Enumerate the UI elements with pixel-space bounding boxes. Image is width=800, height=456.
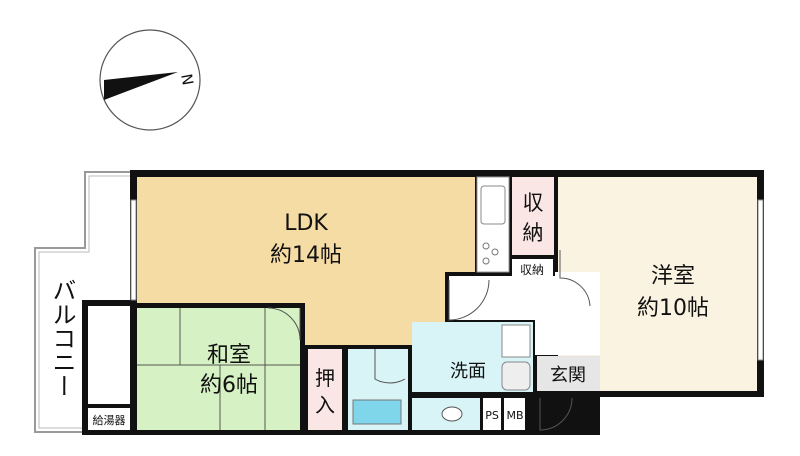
tatami-lines: [137, 308, 300, 430]
japanese-label: 和室: [207, 343, 251, 368]
toilet-icon: [441, 406, 463, 422]
ldk-size: 約14帖: [270, 243, 342, 268]
windows: [130, 199, 764, 361]
sink-icon: [480, 185, 506, 225]
mb-label: MB: [506, 409, 523, 422]
storage-small-label: 収納: [520, 263, 544, 277]
balcony-outline: [34, 171, 132, 433]
storage-large-label-bottom: 納: [523, 221, 544, 245]
bathtub-icon: [352, 399, 402, 425]
entrance: [537, 356, 600, 391]
closet-label-top: 押: [315, 366, 335, 390]
ps-box: [483, 398, 501, 430]
water-heater-label: 給湯器: [93, 413, 126, 427]
washroom-label: 洗面: [450, 361, 486, 382]
western-size: 約10帖: [637, 296, 709, 321]
compass-arrow-icon: [104, 72, 178, 100]
ldk-room: [137, 177, 475, 345]
north-label: N: [177, 72, 197, 86]
balcony-label: バルコニー: [48, 278, 76, 398]
balcony-inner-line: [38, 175, 130, 429]
washbasin-icon: [501, 361, 531, 391]
ldk-label: LDK: [284, 211, 328, 236]
compass: N: [99, 29, 201, 131]
stove-icon: [482, 242, 499, 265]
balcony-storage: [88, 306, 130, 404]
water-heater-box: [88, 408, 130, 430]
mb-box: [504, 398, 525, 430]
japanese-size: 約6帖: [200, 373, 258, 398]
storage-large-label-top: 収: [523, 191, 544, 215]
closet: [308, 349, 342, 430]
ps-label: PS: [485, 409, 499, 422]
washing-machine-space: [501, 324, 531, 358]
storage-large: [512, 177, 554, 255]
storage-small: [512, 259, 553, 279]
japanese-room: [137, 308, 300, 430]
door-swings: [267, 250, 591, 431]
western-label: 洋室: [651, 264, 695, 289]
closet-label-bottom: 入: [315, 393, 335, 417]
entrance-label: 玄関: [550, 365, 586, 386]
